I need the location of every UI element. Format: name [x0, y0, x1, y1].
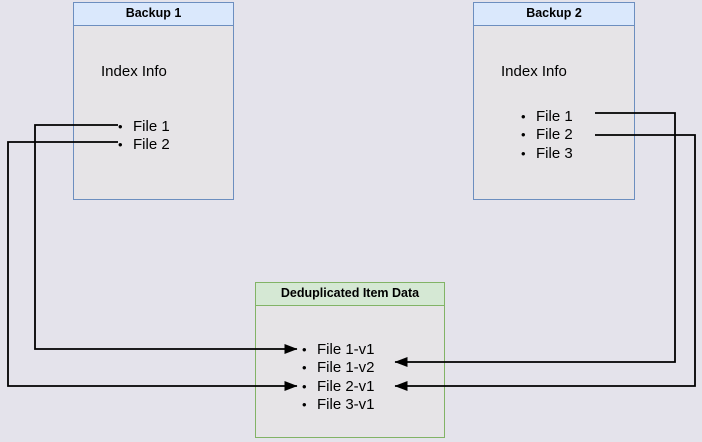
- list-item-label: File 1-v2: [317, 359, 375, 377]
- backup1-box: Backup 1 Index Info • File 1 • File 2: [73, 2, 234, 200]
- bullet-icon: •: [118, 118, 123, 134]
- list-item: • File 1-v1: [302, 340, 375, 359]
- dedup-box: Deduplicated Item Data • File 1-v1 • Fil…: [255, 282, 445, 438]
- list-item: • File 3-v1: [302, 396, 375, 415]
- list-item-label: File 2: [133, 136, 170, 154]
- list-item-label: File 2-v1: [317, 377, 375, 395]
- list-item: • File 1: [521, 107, 573, 126]
- backup1-file-list: • File 1 • File 2: [118, 117, 170, 154]
- list-item: • File 2-v1: [302, 377, 375, 396]
- bullet-icon: •: [302, 397, 307, 413]
- list-item-label: File 2: [536, 126, 573, 144]
- backup2-title: Backup 2: [474, 3, 634, 26]
- bullet-icon: •: [118, 137, 123, 153]
- backup1-title: Backup 1: [74, 3, 233, 26]
- backup1-index-info-label: Index Info: [101, 63, 167, 80]
- backup2-index-info-label: Index Info: [501, 63, 567, 80]
- backup2-file-list: • File 1 • File 2 • File 3: [521, 107, 573, 163]
- list-item-label: File 3-v1: [317, 396, 375, 414]
- list-item-label: File 1: [133, 117, 170, 135]
- list-item: • File 1: [118, 117, 170, 136]
- bullet-icon: •: [521, 108, 526, 124]
- list-item-label: File 1: [536, 107, 573, 125]
- list-item: • File 2: [521, 126, 573, 145]
- list-item: • File 3: [521, 144, 573, 163]
- bullet-icon: •: [521, 145, 526, 161]
- bullet-icon: •: [302, 378, 307, 394]
- list-item-label: File 3: [536, 144, 573, 162]
- bullet-icon: •: [302, 360, 307, 376]
- list-item: • File 1-v2: [302, 359, 375, 378]
- dedup-title: Deduplicated Item Data: [256, 283, 444, 306]
- bullet-icon: •: [521, 127, 526, 143]
- dedup-file-list: • File 1-v1 • File 1-v2 • File 2-v1 • Fi…: [302, 340, 375, 414]
- list-item-label: File 1-v1: [317, 340, 375, 358]
- list-item: • File 2: [118, 136, 170, 155]
- bullet-icon: •: [302, 341, 307, 357]
- backup2-box: Backup 2 Index Info • File 1 • File 2 • …: [473, 2, 635, 200]
